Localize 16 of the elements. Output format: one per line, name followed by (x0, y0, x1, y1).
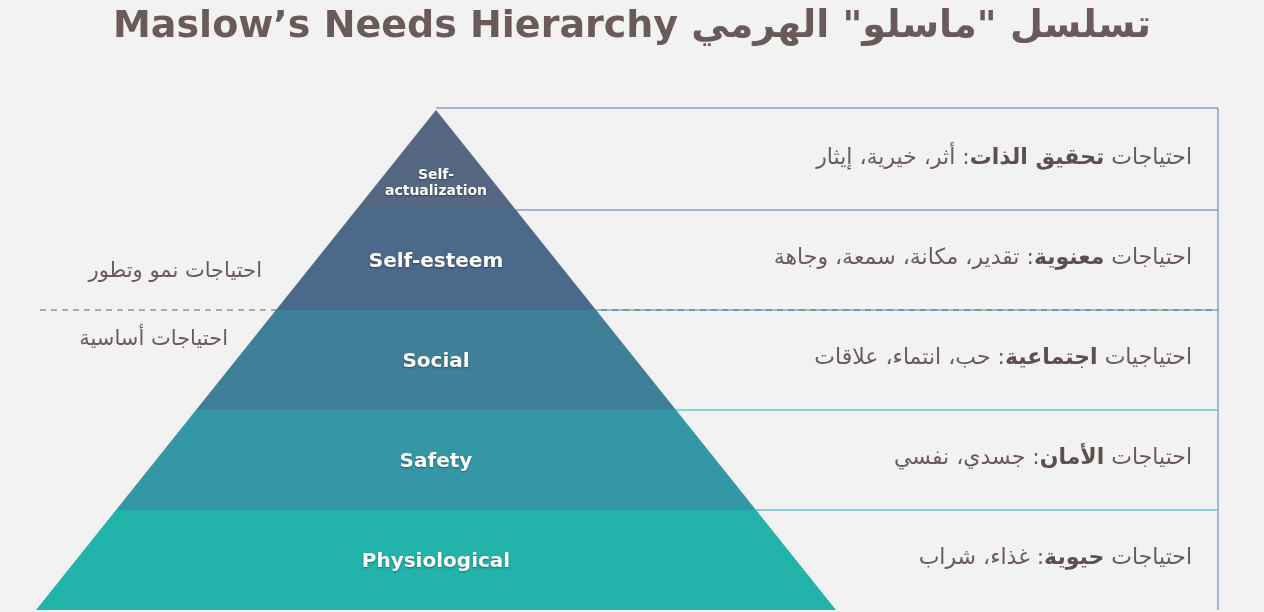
need-description: احتياجيات اجتماعية: حب، انتماء، علاقات (814, 344, 1192, 369)
pyramid-level (36, 510, 836, 610)
need-description: احتياجات الأمان: جسدي، نفسي (894, 444, 1192, 469)
pyramid-level (116, 410, 756, 510)
level-label: Self-esteem (368, 248, 504, 272)
level-label: Social (402, 348, 470, 372)
level-label: Physiological (361, 548, 511, 572)
pyramid-level (276, 210, 596, 310)
title: تسلسل "ماسلو" الهرمي Maslow’s Needs Hierarchy (112, 2, 1152, 46)
group-label: احتياجات أساسية (79, 326, 228, 350)
level-label: Safety (399, 448, 473, 472)
group-label: احتياجات نمو وتطور (88, 258, 262, 282)
need-description: احتياجات تحقيق الذات: أثر، خيرية، إيثار (816, 144, 1192, 169)
need-description: احتياجات حيوية: غذاء، شراب (918, 544, 1192, 569)
need-description: احتياجات معنوية: تقدير، مكانة، سمعة، وجاهة (773, 244, 1192, 269)
level-label: Self-actualization (384, 164, 488, 199)
